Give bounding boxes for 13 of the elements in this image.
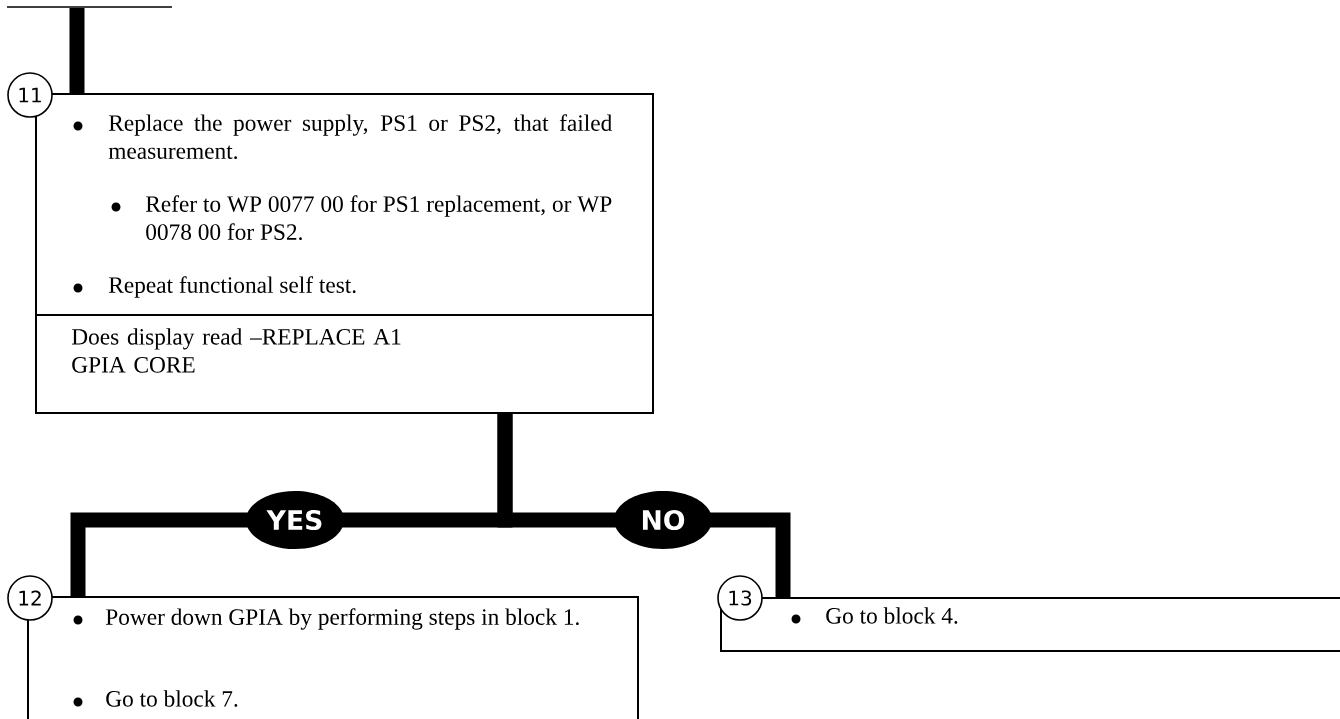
step-text: Power down GPIA by performing steps in block 1.	[105, 608, 579, 630]
step-number: 13	[717, 575, 763, 621]
step-text: Replace the power supply, PS1 or PS2, that failed measurement.	[108, 114, 612, 160]
step-number: 12	[7, 575, 53, 621]
step-text: Refer to WP 0077 00 for PS1 replacement, or WP 0078 00 for PS2.	[145, 195, 612, 241]
edge-label: NO	[614, 491, 712, 549]
step-text: Go to block 7.	[106, 690, 238, 707]
step-text: Go to block 4.	[826, 607, 958, 624]
edge-label: YES	[246, 491, 344, 549]
connector-line	[69, 8, 85, 93]
step-text: Repeat functional self test.	[108, 276, 356, 298]
question-text: Does display read –REPLACE A1 GPIA CORE	[71, 328, 401, 373]
step-number: 11	[7, 72, 53, 118]
